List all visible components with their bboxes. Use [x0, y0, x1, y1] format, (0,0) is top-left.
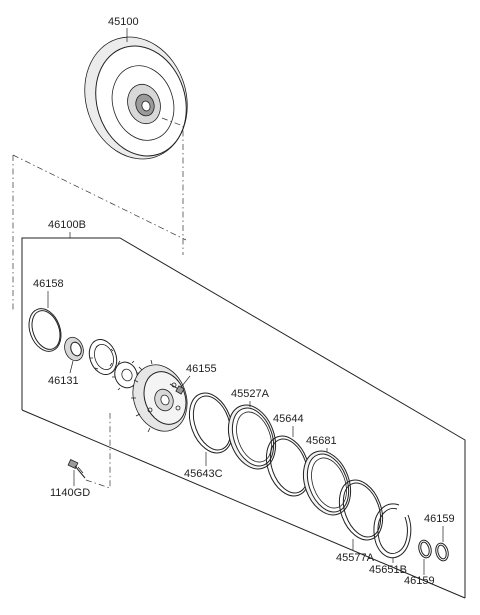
label-46158: 46158 [33, 278, 64, 290]
label-1140GD: 1140GD [50, 487, 90, 499]
o-ring-46158[interactable] [23, 304, 66, 356]
seal-ring-45577A[interactable] [332, 474, 391, 546]
snap-ring-45651B[interactable] [373, 503, 412, 559]
outer-gear[interactable] [85, 336, 122, 379]
label-46100B: 46100B [48, 219, 86, 231]
o-ring-46159-right[interactable] [434, 542, 450, 562]
seal-ring-45643C[interactable] [182, 387, 241, 459]
label-46159-top: 46159 [424, 513, 455, 525]
label-45577A: 45577A [336, 552, 375, 564]
label-45681: 45681 [306, 435, 337, 447]
bolt-46155[interactable] [169, 383, 185, 395]
label-46131: 46131 [48, 375, 79, 387]
housing-ring-45527A[interactable] [220, 398, 284, 475]
seal-ring-45681[interactable] [295, 444, 359, 521]
torque-converter[interactable] [69, 24, 202, 173]
bolt-1140GD[interactable] [67, 459, 86, 479]
label-46159-bottom: 46159 [404, 575, 435, 587]
label-45651B: 45651B [369, 564, 407, 576]
label-45527A: 45527A [231, 388, 270, 400]
label-46155: 46155 [186, 363, 217, 375]
label-45643C: 45643C [184, 468, 223, 480]
o-ring-46159-left[interactable] [417, 539, 433, 559]
oil-seal-46131[interactable] [61, 335, 86, 364]
label-45644: 45644 [273, 413, 304, 425]
label-45100: 45100 [108, 16, 139, 28]
pump-housing[interactable] [124, 357, 196, 439]
